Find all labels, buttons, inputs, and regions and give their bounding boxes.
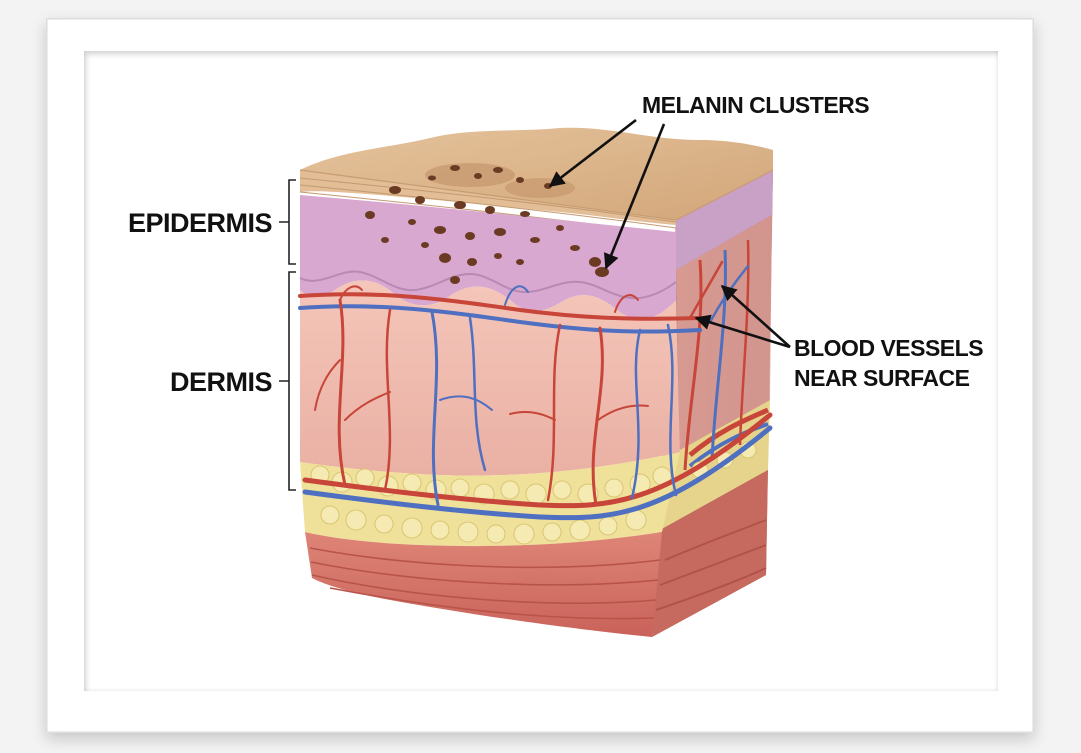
stratum-corneum-layer [300, 170, 676, 225]
arrow-icon [548, 118, 791, 349]
fat-globules [310, 441, 757, 545]
dermis-bracket [279, 271, 296, 491]
melanin-arrow-2 [604, 123, 666, 270]
muscle-layer [305, 532, 662, 637]
right-side-face [652, 170, 773, 637]
epidermis-layer [300, 195, 676, 320]
melanin-arrow-1 [548, 118, 637, 188]
melanin-clusters-label: MELANIN CLUSTERS [642, 92, 869, 118]
vessels-arrow-2 [694, 314, 791, 349]
bracket-icon [279, 179, 296, 491]
dermis-label: DERMIS [170, 367, 272, 397]
epidermis-bracket [279, 179, 296, 265]
melanin-clusters [365, 165, 609, 284]
blood-vessels-label-line1: BLOOD VESSELS [794, 335, 983, 361]
vessels-arrow-1 [720, 284, 791, 348]
blood-vessels [298, 260, 773, 521]
front-face [299, 170, 680, 637]
blood-vessels-label-line2: NEAR SURFACE [794, 365, 970, 391]
epidermis-label: EPIDERMIS [128, 208, 272, 238]
